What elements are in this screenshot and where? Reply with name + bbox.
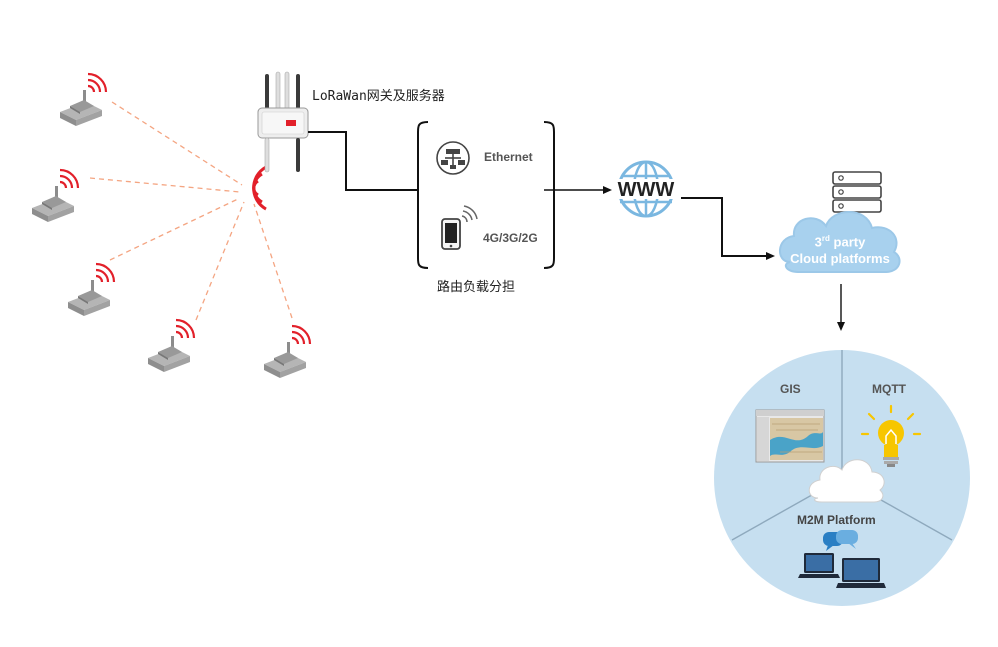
sensor-links bbox=[89, 101, 293, 321]
ethernet-icon bbox=[436, 141, 470, 175]
cloud-line2: Cloud platforms bbox=[790, 251, 890, 267]
lora-sensor-icon bbox=[146, 318, 196, 374]
www-label: WWW bbox=[618, 179, 675, 201]
laptop-icon bbox=[836, 558, 886, 588]
gateway-uplink-line bbox=[308, 131, 418, 191]
link-to-cloud-line bbox=[681, 197, 766, 257]
arrow-right-icon bbox=[766, 252, 775, 260]
gis-label: GIS bbox=[780, 382, 801, 396]
gateway-title: LoRaWan网关及服务器 bbox=[312, 89, 445, 104]
center-cloud-icon bbox=[808, 459, 885, 503]
cellular-phone-icon bbox=[441, 205, 478, 250]
gis-map-icon bbox=[755, 409, 825, 463]
www-globe-icon: WWW bbox=[612, 160, 680, 218]
gateway-signal-icon bbox=[252, 165, 267, 211]
lora-sensor-icon bbox=[66, 262, 116, 318]
cloud-line1: 3rd party bbox=[814, 234, 866, 250]
laptop-icon bbox=[798, 553, 840, 578]
arrow-right-icon bbox=[603, 186, 612, 194]
routing-bracket-left bbox=[417, 121, 429, 269]
lora-sensor-icon bbox=[262, 324, 312, 380]
lora-sensor-icon bbox=[58, 72, 108, 128]
mqtt-label: MQTT bbox=[872, 382, 906, 396]
m2m-platform-label: M2M Platform bbox=[797, 513, 876, 527]
server-stack-icon bbox=[832, 171, 882, 213]
ethernet-label: Ethernet bbox=[484, 150, 533, 164]
cellular-label: 4G/3G/2G bbox=[483, 231, 538, 245]
cloud-platforms-label: 3rd party Cloud platforms bbox=[780, 230, 900, 267]
routing-bracket-right bbox=[543, 121, 555, 269]
lightbulb-icon bbox=[860, 404, 922, 467]
routing-label: 路由负载分担 bbox=[437, 280, 516, 295]
lora-sensor-icon bbox=[30, 168, 80, 224]
lorawan-gateway-icon bbox=[257, 71, 309, 173]
chat-bubble-icon bbox=[823, 530, 858, 551]
arrow-down-icon bbox=[837, 322, 845, 331]
